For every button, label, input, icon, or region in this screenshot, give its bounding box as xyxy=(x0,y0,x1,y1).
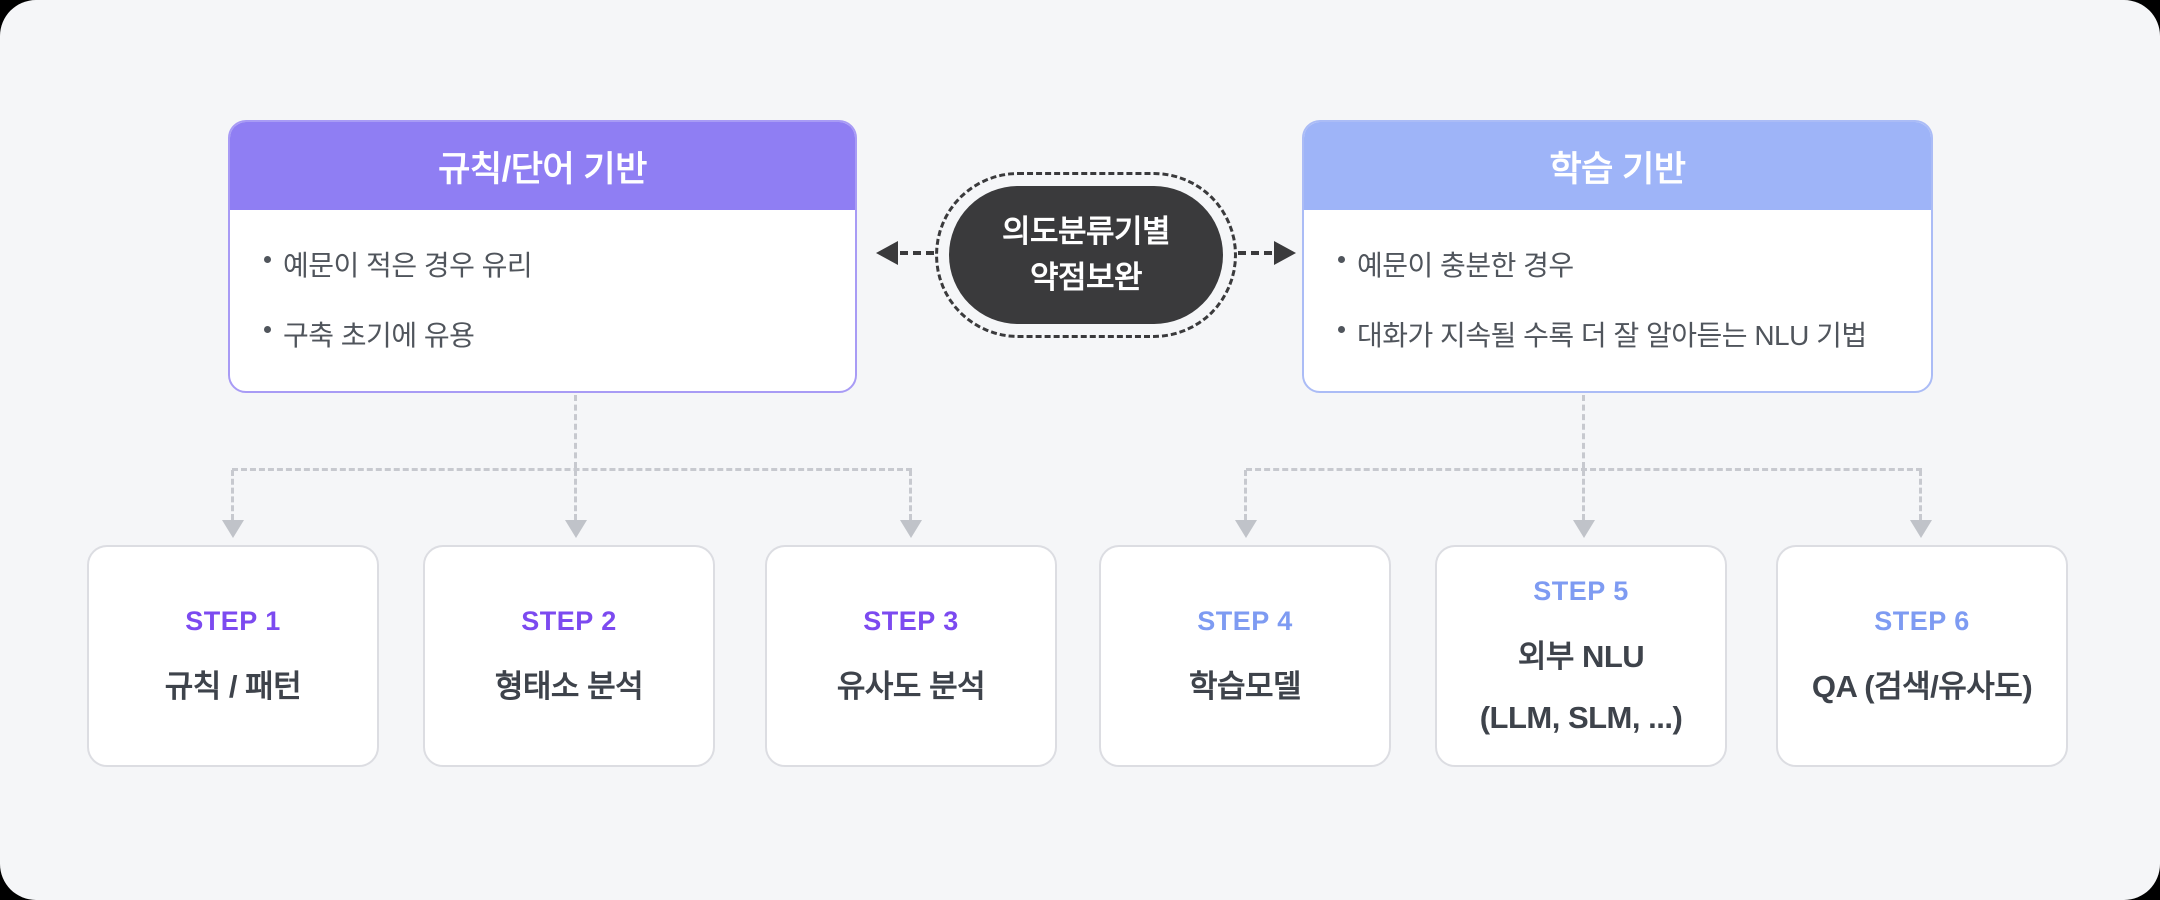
badge-arrow-left-line xyxy=(900,251,934,255)
step-card-4: STEP 4 학습모델 xyxy=(1099,545,1391,767)
bullet-dot xyxy=(1338,325,1345,333)
step-label: STEP 1 xyxy=(185,606,281,636)
arrow-down-icon xyxy=(1910,520,1932,538)
learning-based-box-title: 학습 기반 xyxy=(1549,149,1686,189)
connector-drop xyxy=(1244,470,1247,520)
connector-right-rail xyxy=(1246,468,1922,471)
connector-drop xyxy=(574,470,577,520)
connector-drop xyxy=(1582,470,1585,520)
badge-line-1: 의도분류기별 xyxy=(1001,214,1171,249)
arrow-left-icon xyxy=(876,241,898,265)
arrow-down-icon xyxy=(900,520,922,538)
arrow-down-icon xyxy=(222,520,244,538)
bullet-text: 예문이 적은 경우 유리 xyxy=(283,249,533,281)
rule-based-box-header: 규칙/단어 기반 xyxy=(230,122,855,210)
bullet-text: 예문이 충분한 경우 xyxy=(1357,249,1574,281)
step-label: STEP 4 xyxy=(1197,606,1293,636)
connector-right-stem xyxy=(1582,395,1585,468)
list-item: 예문이 적은 경우 유리 xyxy=(264,247,821,285)
connector-left-stem xyxy=(574,395,577,468)
badge-dashed-outline: 의도분류기별 약점보완 xyxy=(935,172,1237,338)
list-item: 예문이 충분한 경우 xyxy=(1338,247,1897,285)
connector-drop xyxy=(231,470,234,520)
learning-based-box-header: 학습 기반 xyxy=(1304,122,1931,210)
connector-drop xyxy=(1919,470,1922,520)
step-title: 외부 NLU xyxy=(1517,639,1645,674)
step-card-1: STEP 1 규칙 / 패턴 xyxy=(87,545,379,767)
bullet-text: 구축 초기에 유용 xyxy=(283,319,475,351)
bullet-dot xyxy=(264,325,271,333)
step-card-3: STEP 3 유사도 분석 xyxy=(765,545,1057,767)
rule-based-box-title: 규칙/단어 기반 xyxy=(438,149,647,189)
bullet-dot xyxy=(264,255,271,263)
bullet-text: 대화가 지속될 수록 더 잘 알아듣는 NLU 기법 xyxy=(1357,319,1867,351)
learning-based-box-body: 예문이 충분한 경우 대화가 지속될 수록 더 잘 알아듣는 NLU 기법 xyxy=(1304,210,1931,391)
step-card-5: STEP 5 외부 NLU (LLM, SLM, ...) xyxy=(1435,545,1727,767)
step-title: 규칙 / 패턴 xyxy=(164,669,302,704)
connector-left-rail xyxy=(232,468,912,471)
rule-based-box: 규칙/단어 기반 예문이 적은 경우 유리 구축 초기에 유용 xyxy=(228,120,857,393)
step-card-2: STEP 2 형태소 분석 xyxy=(423,545,715,767)
arrow-down-icon xyxy=(1573,520,1595,538)
step-label: STEP 6 xyxy=(1874,606,1970,636)
list-item: 구축 초기에 유용 xyxy=(264,317,821,355)
connector-drop xyxy=(909,470,912,520)
learning-based-box: 학습 기반 예문이 충분한 경우 대화가 지속될 수록 더 잘 알아듣는 NLU… xyxy=(1302,120,1933,393)
step-label: STEP 2 xyxy=(521,606,617,636)
badge-line-2: 약점보완 xyxy=(1029,260,1143,295)
step-title: 형태소 분석 xyxy=(494,669,644,704)
step-subtitle: (LLM, SLM, ...) xyxy=(1479,700,1683,735)
step-label: STEP 5 xyxy=(1533,576,1629,606)
step-title: 유사도 분석 xyxy=(836,669,986,704)
arrow-right-icon xyxy=(1274,241,1296,265)
step-title: QA (검색/유사도) xyxy=(1811,669,2033,704)
weakness-complement-badge: 의도분류기별 약점보완 xyxy=(949,186,1223,324)
badge-arrow-right-line xyxy=(1238,251,1272,255)
bullet-dot xyxy=(1338,255,1345,263)
step-card-6: STEP 6 QA (검색/유사도) xyxy=(1776,545,2068,767)
rule-based-box-body: 예문이 적은 경우 유리 구축 초기에 유용 xyxy=(230,210,855,391)
list-item: 대화가 지속될 수록 더 잘 알아듣는 NLU 기법 xyxy=(1338,317,1897,355)
step-title: 학습모델 xyxy=(1188,669,1302,704)
arrow-down-icon xyxy=(565,520,587,538)
arrow-down-icon xyxy=(1235,520,1257,538)
step-label: STEP 3 xyxy=(863,606,959,636)
